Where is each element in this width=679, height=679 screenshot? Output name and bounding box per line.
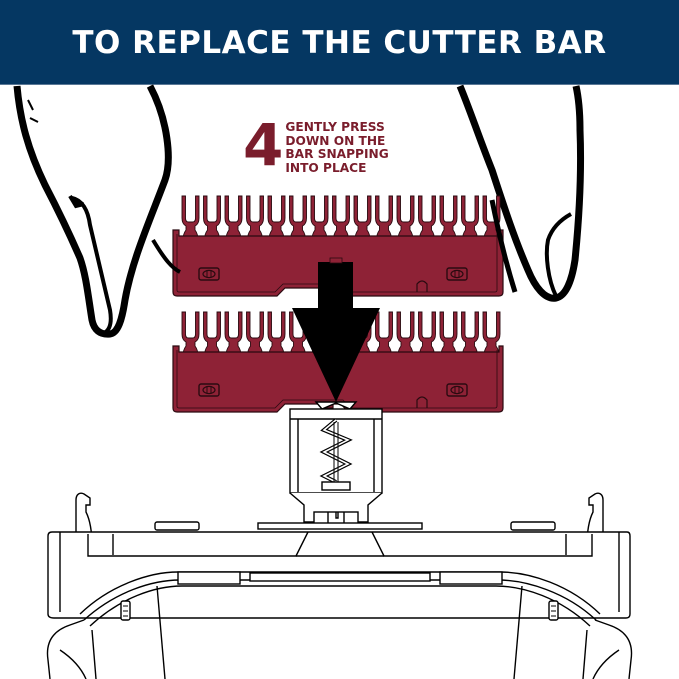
header-banner: TO REPLACE THE CUTTER BAR xyxy=(0,0,679,85)
left-finger-outline xyxy=(13,84,172,338)
clipper-head xyxy=(46,492,633,679)
down-arrow-icon xyxy=(292,257,380,402)
right-thumb-outline xyxy=(456,84,585,302)
spring-mount xyxy=(289,401,383,525)
step-instruction: 4 GENTLY PRESS DOWN ON THE BAR SNAPPING … xyxy=(243,111,389,179)
page-title: TO REPLACE THE CUTTER BAR xyxy=(72,25,607,61)
step-text: GENTLY PRESS DOWN ON THE BAR SNAPPING IN… xyxy=(285,120,389,175)
step-number: 4 xyxy=(243,111,283,179)
